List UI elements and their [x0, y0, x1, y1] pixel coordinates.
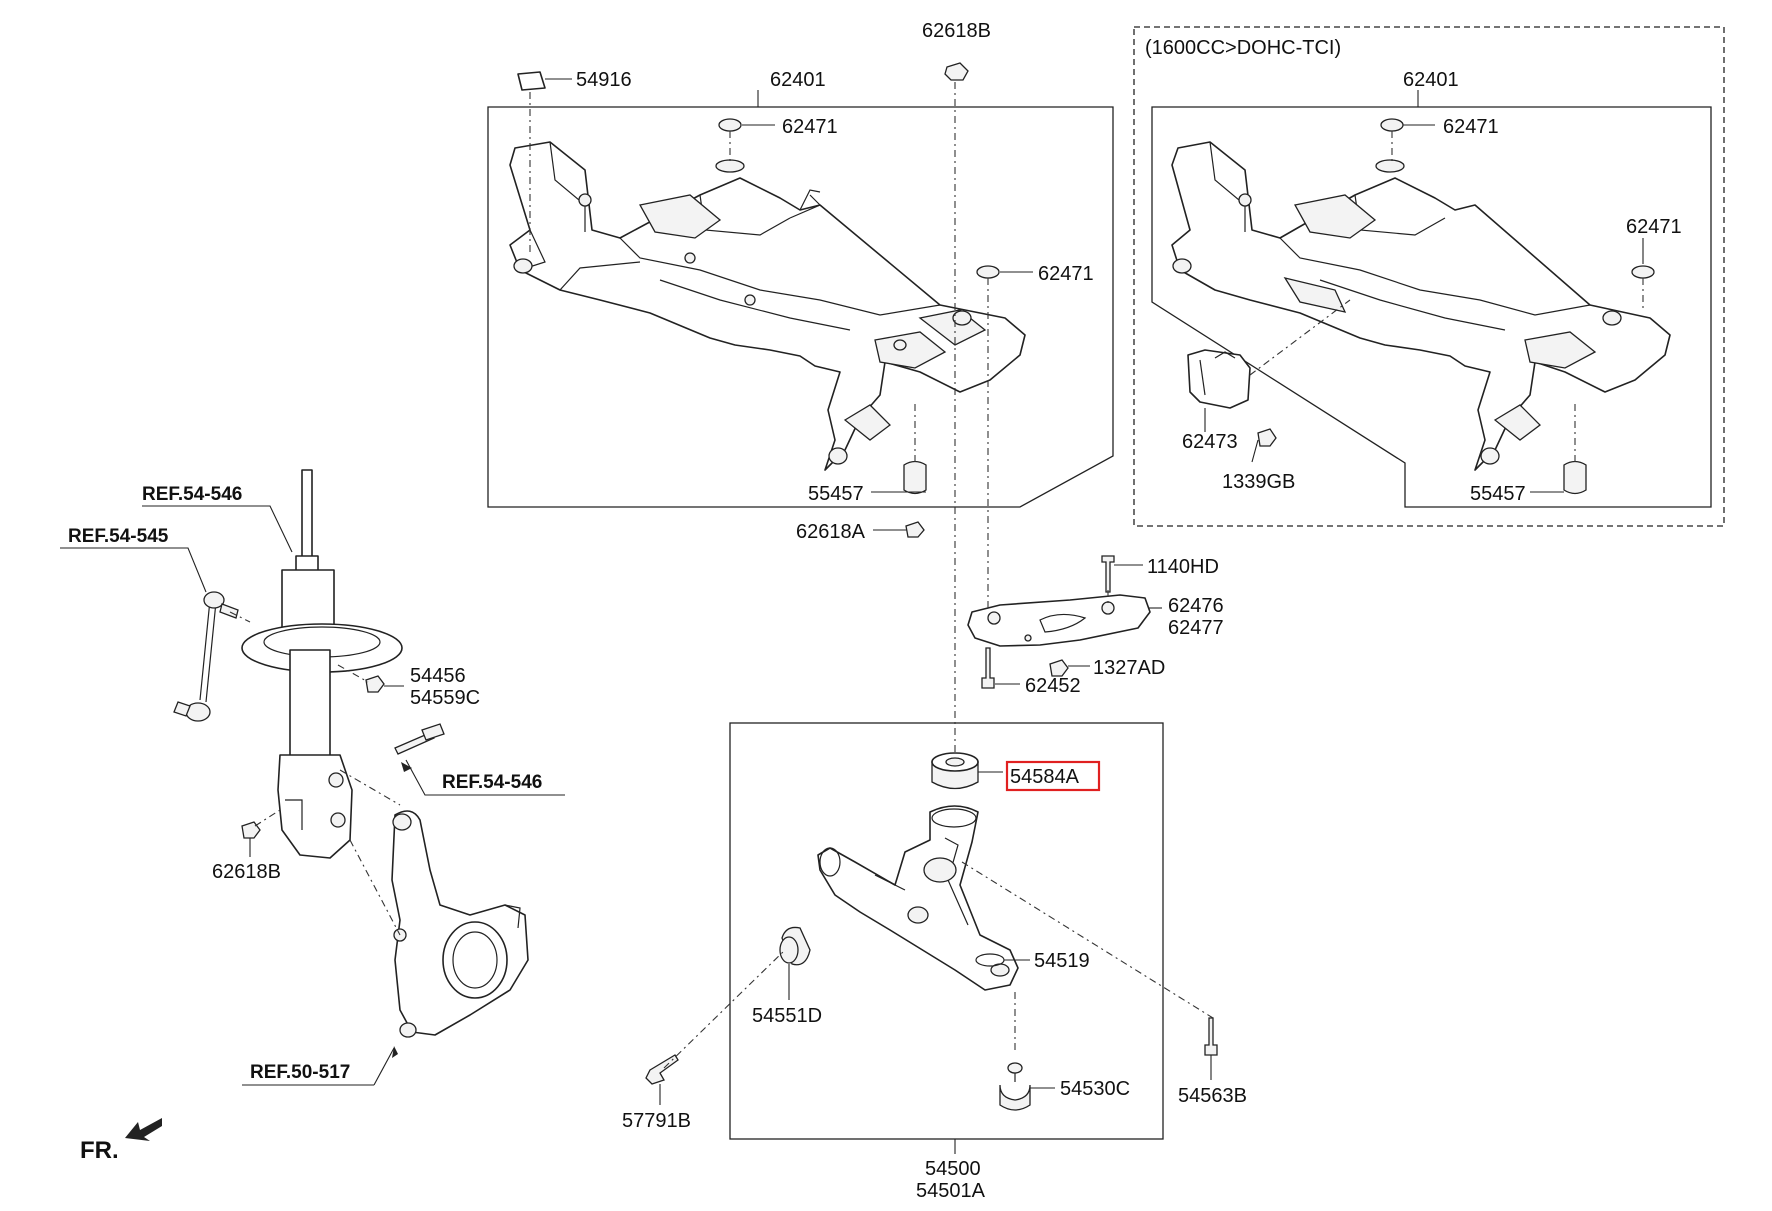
front-label: FR. [80, 1137, 119, 1164]
lower-control-arm[interactable] [817, 805, 1019, 991]
label-54456[interactable]: 54456 [410, 665, 466, 687]
nut-54456-54559c[interactable] [365, 675, 385, 693]
label-62471-alt-b[interactable]: 62471 [1626, 216, 1682, 238]
nut-62618a[interactable] [905, 521, 925, 538]
ball-joint-54530c[interactable] [999, 1062, 1031, 1111]
label-54559c[interactable]: 54559C [410, 687, 480, 709]
bushing-54584a[interactable] [931, 752, 979, 790]
stabilizer-link[interactable] [173, 591, 239, 722]
label-54530c[interactable]: 54530C [1060, 1078, 1130, 1100]
mount-bushing-62471-a[interactable] [718, 118, 742, 132]
nut-1327ad[interactable] [1049, 659, 1069, 677]
label-54563b[interactable]: 54563B [1178, 1085, 1247, 1107]
label-54916[interactable]: 54916 [576, 69, 632, 91]
crossmember-main-box [487, 106, 1114, 508]
label-1327ad[interactable]: 1327AD [1093, 657, 1165, 679]
front-direction-arrow [125, 1118, 162, 1141]
nut-1339gb[interactable] [1257, 428, 1277, 447]
crossmember-subframe[interactable] [509, 141, 1026, 471]
label-55457-alt[interactable]: 55457 [1470, 483, 1526, 505]
label-62401-alt[interactable]: 62401 [1403, 69, 1459, 91]
mount-bushing-62471-b[interactable] [976, 265, 1000, 279]
ref-54-545[interactable]: REF.54-545 [68, 526, 169, 547]
label-54551d[interactable]: 54551D [752, 1005, 822, 1027]
label-54500[interactable]: 54500 [925, 1158, 981, 1180]
bushing-55457-main[interactable] [903, 460, 927, 495]
label-62473[interactable]: 62473 [1182, 431, 1238, 453]
label-54501a[interactable]: 54501A [916, 1180, 986, 1202]
highlight-box-54584a [1005, 760, 1101, 792]
label-57791b[interactable]: 57791B [622, 1110, 691, 1132]
bolt-62452[interactable] [981, 647, 995, 689]
ref-50-517[interactable]: REF.50-517 [250, 1062, 350, 1083]
label-54584a[interactable]: 54584A [1010, 766, 1080, 788]
steering-knuckle[interactable] [391, 810, 529, 1038]
label-62618a[interactable]: 62618A [796, 521, 866, 543]
label-1140hd[interactable]: 1140HD [1147, 556, 1219, 578]
bushing-54551d[interactable] [779, 926, 811, 966]
label-1339gb[interactable]: 1339GB [1222, 471, 1295, 493]
lower-arm-box [729, 722, 1164, 1140]
label-plate-54916[interactable] [517, 71, 546, 91]
variant-dashed-box [1133, 26, 1725, 527]
bracket-62476-62477[interactable] [967, 594, 1151, 647]
label-62477[interactable]: 62477 [1168, 617, 1224, 639]
bolt-1140hd[interactable] [1101, 555, 1115, 593]
label-62471-b[interactable]: 62471 [1038, 263, 1094, 285]
label-55457-main[interactable]: 55457 [808, 483, 864, 505]
label-62618b-left[interactable]: 62618B [212, 861, 281, 883]
label-62471-alt-a[interactable]: 62471 [1443, 116, 1499, 138]
nut-62618b-top[interactable] [944, 62, 969, 81]
variant-label: (1600CC>DOHC-TCI) [1145, 37, 1341, 59]
ref-54-546-mid[interactable]: REF.54-546 [442, 772, 542, 793]
mount-bushing-62471-alt-b[interactable] [1631, 265, 1655, 279]
strut-assembly[interactable] [241, 469, 403, 859]
mount-bushing-62471-alt-a[interactable] [1380, 118, 1404, 132]
label-62401-main[interactable]: 62401 [770, 69, 826, 91]
label-62476[interactable]: 62476 [1168, 595, 1224, 617]
label-54519[interactable]: 54519 [1034, 950, 1090, 972]
ref-54-546-top[interactable]: REF.54-546 [142, 484, 242, 505]
label-62618b-top[interactable]: 62618B [922, 20, 991, 42]
bracket-62473[interactable] [1187, 349, 1251, 409]
bolt-54563b[interactable] [1204, 1017, 1218, 1056]
bolt-57791b[interactable] [645, 1054, 679, 1085]
crossmember-subframe-alt[interactable] [1171, 141, 1671, 471]
bushing-55457-alt[interactable] [1563, 460, 1587, 495]
label-62452[interactable]: 62452 [1025, 675, 1081, 697]
label-62471-a[interactable]: 62471 [782, 116, 838, 138]
crossmember-alt-box [1151, 106, 1712, 508]
